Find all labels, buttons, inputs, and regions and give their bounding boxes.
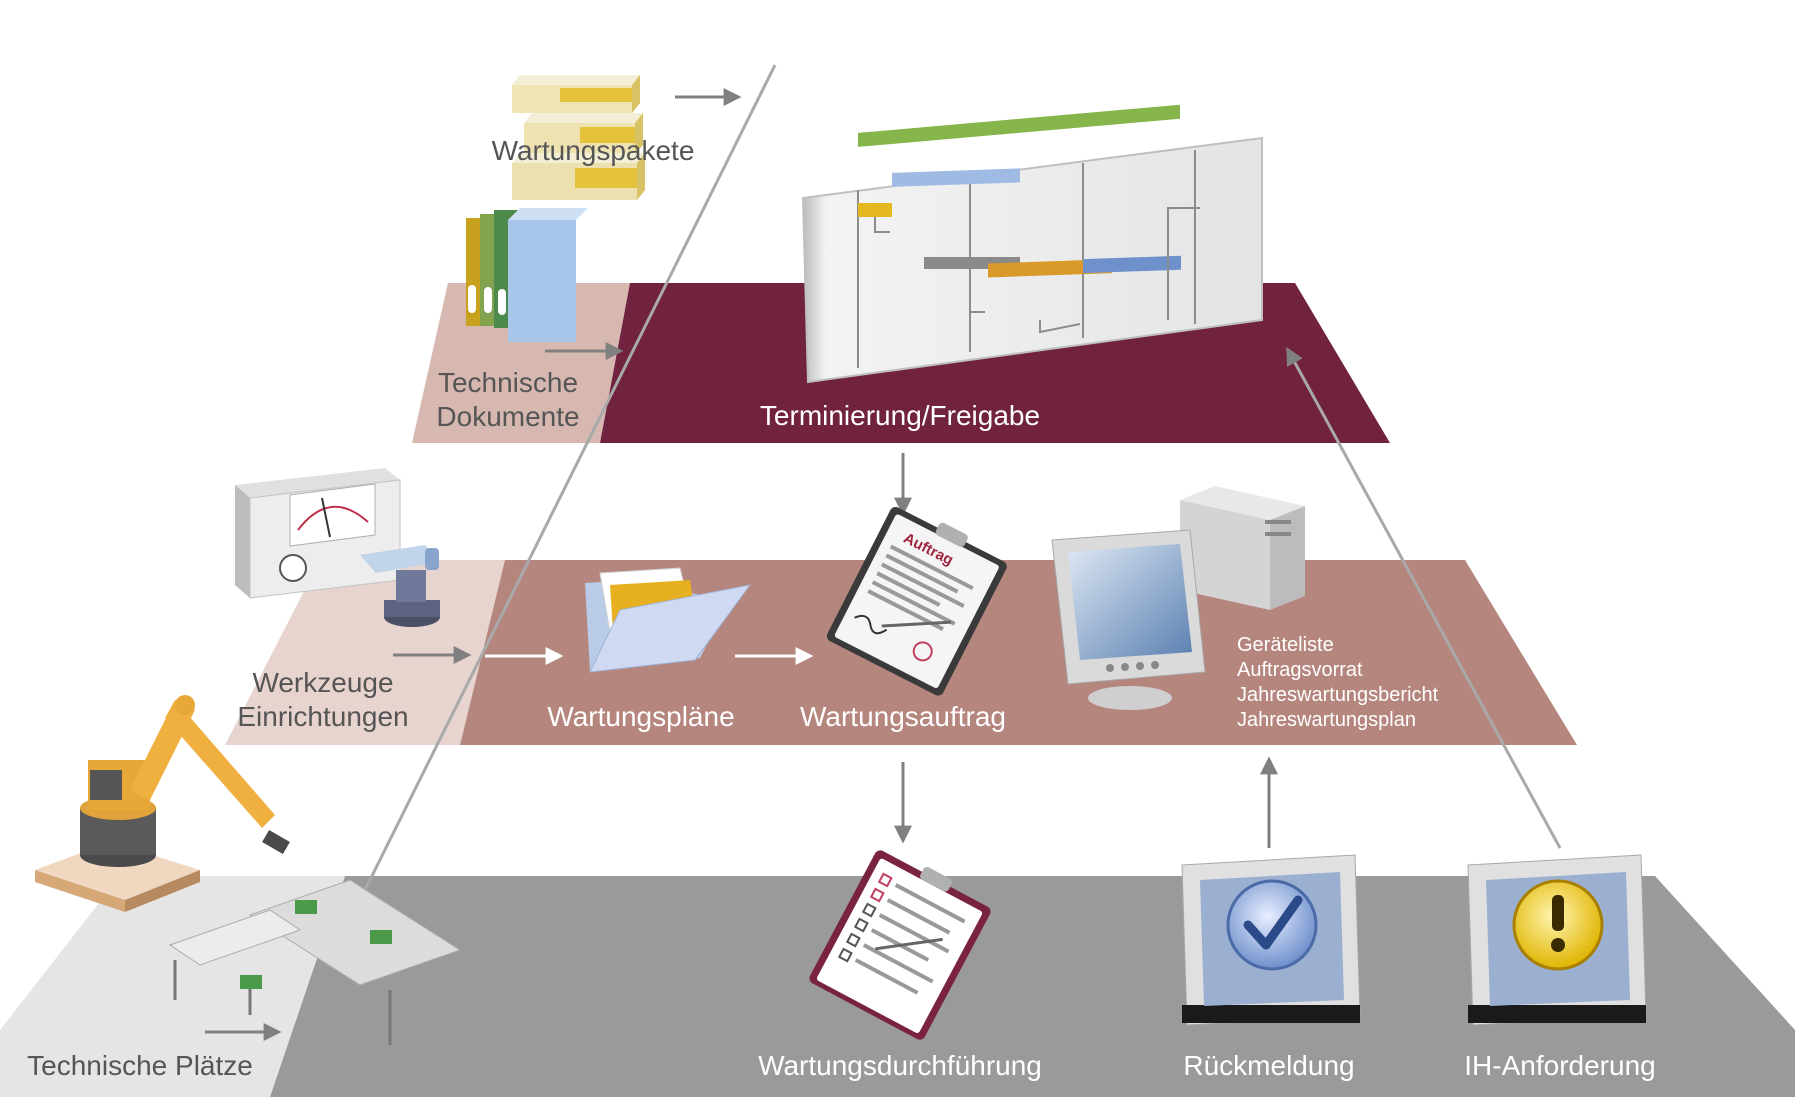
execution-clipboard-icon <box>809 850 991 1040</box>
conveyor-icon <box>168 879 462 1045</box>
level-bottom-plane <box>270 876 1795 1097</box>
label-werkzeuge-1: Werkzeuge <box>252 667 393 698</box>
wartungspakete-icon <box>512 75 645 200</box>
checkmark-icon <box>1226 879 1318 971</box>
computer-icon <box>1051 486 1305 710</box>
rueckmeldung-device <box>1181 854 1361 1026</box>
label-werkzeuge-2: Einrichtungen <box>237 701 408 732</box>
label-technische-plaetze: Technische Plätze <box>27 1050 253 1081</box>
binders-icon <box>466 208 588 342</box>
folder-icon <box>585 567 752 673</box>
report-item-3: Jahreswartungsbericht <box>1237 684 1439 706</box>
report-item-4: Jahreswartungsplan <box>1237 709 1416 731</box>
report-item-1: Geräteliste <box>1237 634 1334 656</box>
label-wartungspakete: Wartungspakete <box>492 135 695 166</box>
level-middle-plane <box>460 560 1577 745</box>
measuring-device-icon <box>235 468 401 599</box>
order-clipboard-icon: Auftrag <box>826 506 1007 696</box>
report-item-2: Auftragsvorrat <box>1237 659 1363 681</box>
robot-icon <box>35 695 290 912</box>
label-wartungsauftrag: Wartungsauftrag <box>800 701 1006 732</box>
label-ih-anforderung: IH-Anforderung <box>1464 1050 1655 1081</box>
planning-board <box>801 104 1263 384</box>
label-wartungsplaene: Wartungspläne <box>547 701 734 732</box>
label-rueckmeldung: Rückmeldung <box>1183 1050 1354 1081</box>
sensor-icon <box>360 545 440 627</box>
ih-anforderung-device <box>1467 854 1647 1026</box>
label-terminierung: Terminierung/Freigabe <box>760 400 1040 431</box>
label-technische-dokumente-2: Dokumente <box>436 401 579 432</box>
label-wartungsdurchfuehrung: Wartungsdurchführung <box>758 1050 1042 1081</box>
label-technische-dokumente-1: Technische <box>438 367 578 398</box>
arrow-ih-anforderung-up <box>1286 346 1562 849</box>
pyramid-edge-line <box>358 64 777 901</box>
